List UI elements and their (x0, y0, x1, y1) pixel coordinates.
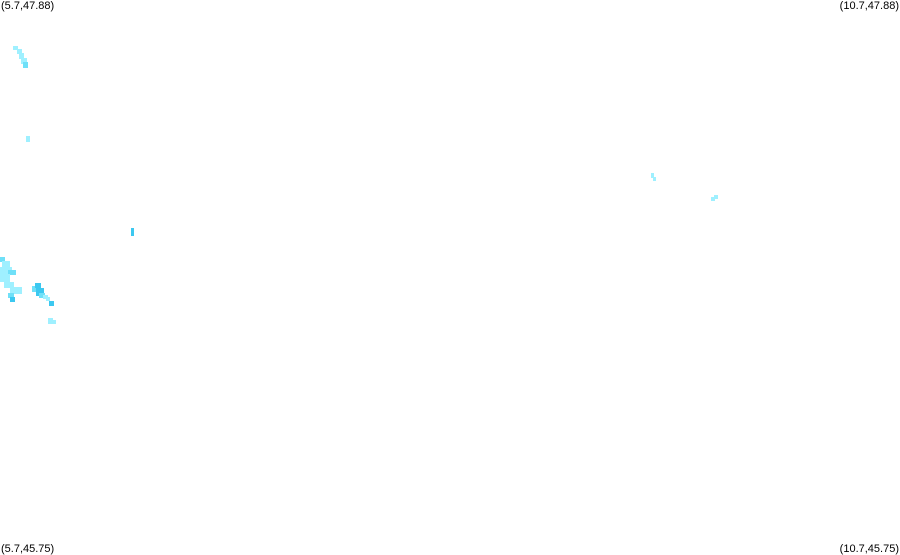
map-feature (131, 228, 134, 236)
feature-cluster-southwest (0, 257, 56, 324)
corner-coordinate-top-left: (5.7,47.88) (1, 0, 55, 12)
map-feature (711, 197, 715, 201)
map-feature (36, 288, 44, 296)
map-feature (23, 62, 28, 68)
map-feature (10, 297, 15, 302)
map-feature (51, 320, 56, 324)
map-feature (4, 282, 14, 288)
map-feature (8, 293, 14, 298)
feature-central-west (131, 228, 134, 236)
map-feature (46, 297, 50, 301)
corner-coordinate-bottom-right: (10.7,45.75) (839, 543, 899, 555)
feature-cluster-east (651, 173, 718, 201)
map-feature (651, 173, 654, 178)
map-feature (43, 295, 48, 299)
map-feature (32, 286, 38, 292)
map-feature (653, 177, 656, 181)
feature-cluster-northwest (13, 46, 30, 142)
map-feature (16, 290, 21, 294)
map-feature (21, 58, 27, 64)
corner-coordinate-bottom-left: (5.7,45.75) (1, 543, 55, 555)
map-feature (26, 136, 30, 142)
map-feature (19, 53, 24, 59)
map-feature (17, 49, 22, 54)
map-feature (8, 270, 16, 275)
map-feature (39, 293, 45, 298)
map-feature (35, 283, 41, 288)
map-feature (48, 318, 53, 324)
map-feature (714, 195, 718, 199)
map-feature (0, 274, 10, 282)
map-feature (13, 46, 18, 50)
map-feature (2, 261, 10, 267)
corner-coordinate-top-right: (10.7,47.88) (839, 0, 899, 12)
map-feature (0, 267, 12, 274)
map-feature (0, 257, 5, 262)
map-feature (49, 301, 54, 306)
